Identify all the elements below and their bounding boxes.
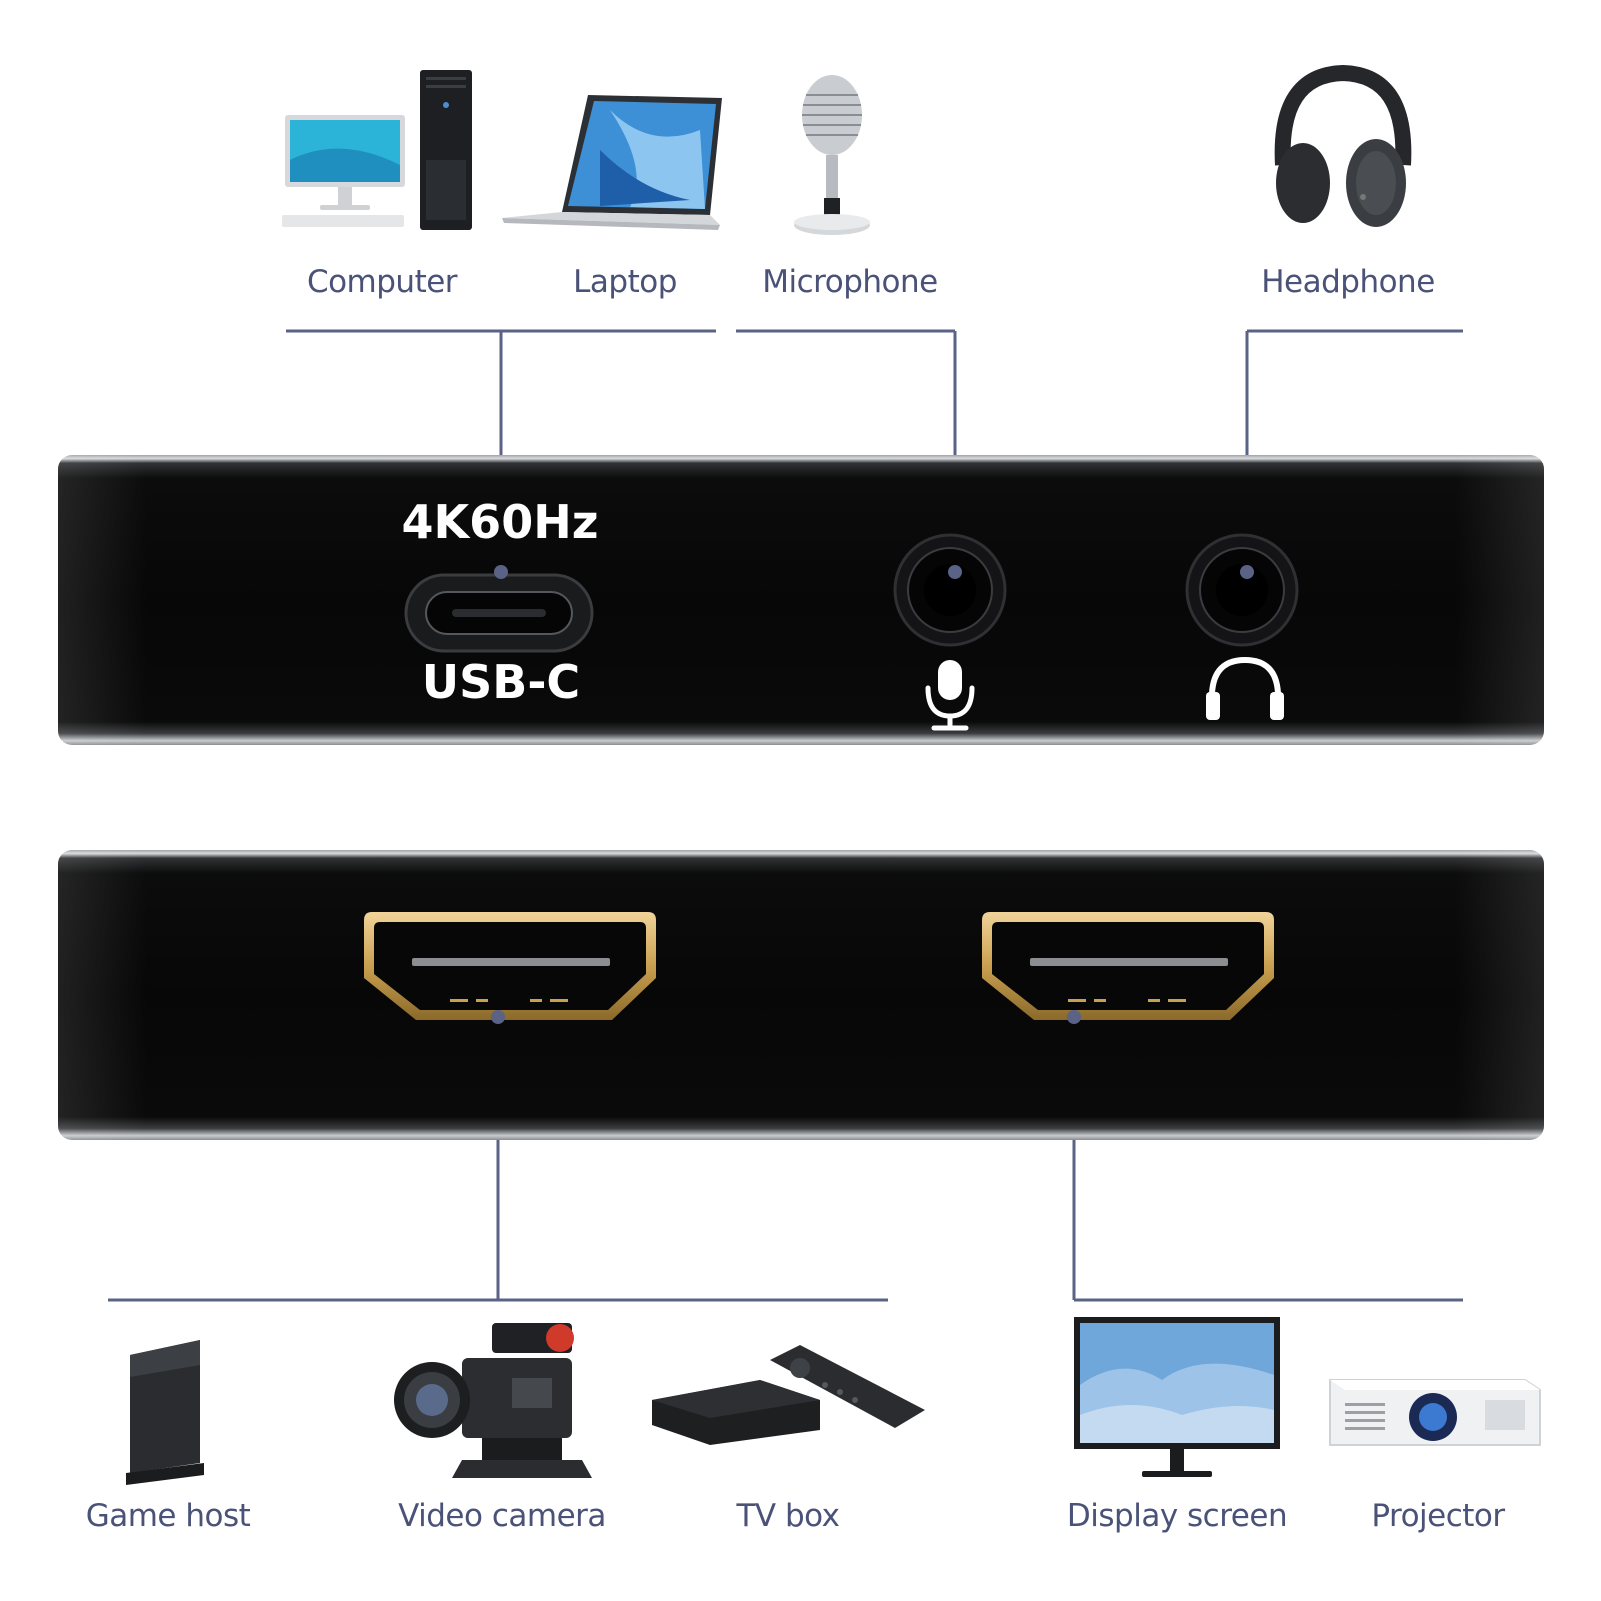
projector-icon xyxy=(1329,1379,1541,1446)
bottom-device-label-video-camera: Video camera xyxy=(398,1498,606,1534)
top-device-label-headphone: Headphone xyxy=(1261,264,1435,300)
bottom-device-label-tv-box: TV box xyxy=(736,1498,840,1534)
desktop-computer-icon xyxy=(282,70,472,230)
top-device-label-computer: Computer xyxy=(306,264,458,300)
monitor-icon xyxy=(1074,1317,1280,1477)
spec-label: 4K60Hz xyxy=(401,495,599,549)
bottom-device-label-projector: Projector xyxy=(1371,1498,1505,1534)
bottom-device-label-game-host: Game host xyxy=(85,1498,251,1534)
laptop-icon xyxy=(502,95,722,230)
game-console-icon xyxy=(126,1340,204,1485)
device-bottom-side-panel xyxy=(58,850,1544,1140)
top-device-label-microphone: Microphone xyxy=(762,264,938,300)
device-top-side-panel: 4K60Hz USB-C xyxy=(58,455,1544,745)
tv-box-icon xyxy=(652,1345,925,1445)
headphone-icon xyxy=(1274,65,1412,227)
usb-c-label: USB-C xyxy=(421,655,581,709)
top-device-label-laptop: Laptop xyxy=(573,264,677,300)
bottom-device-label-display-screen: Display screen xyxy=(1066,1498,1288,1534)
microphone-icon xyxy=(794,75,870,235)
video-camera-icon xyxy=(394,1323,592,1478)
